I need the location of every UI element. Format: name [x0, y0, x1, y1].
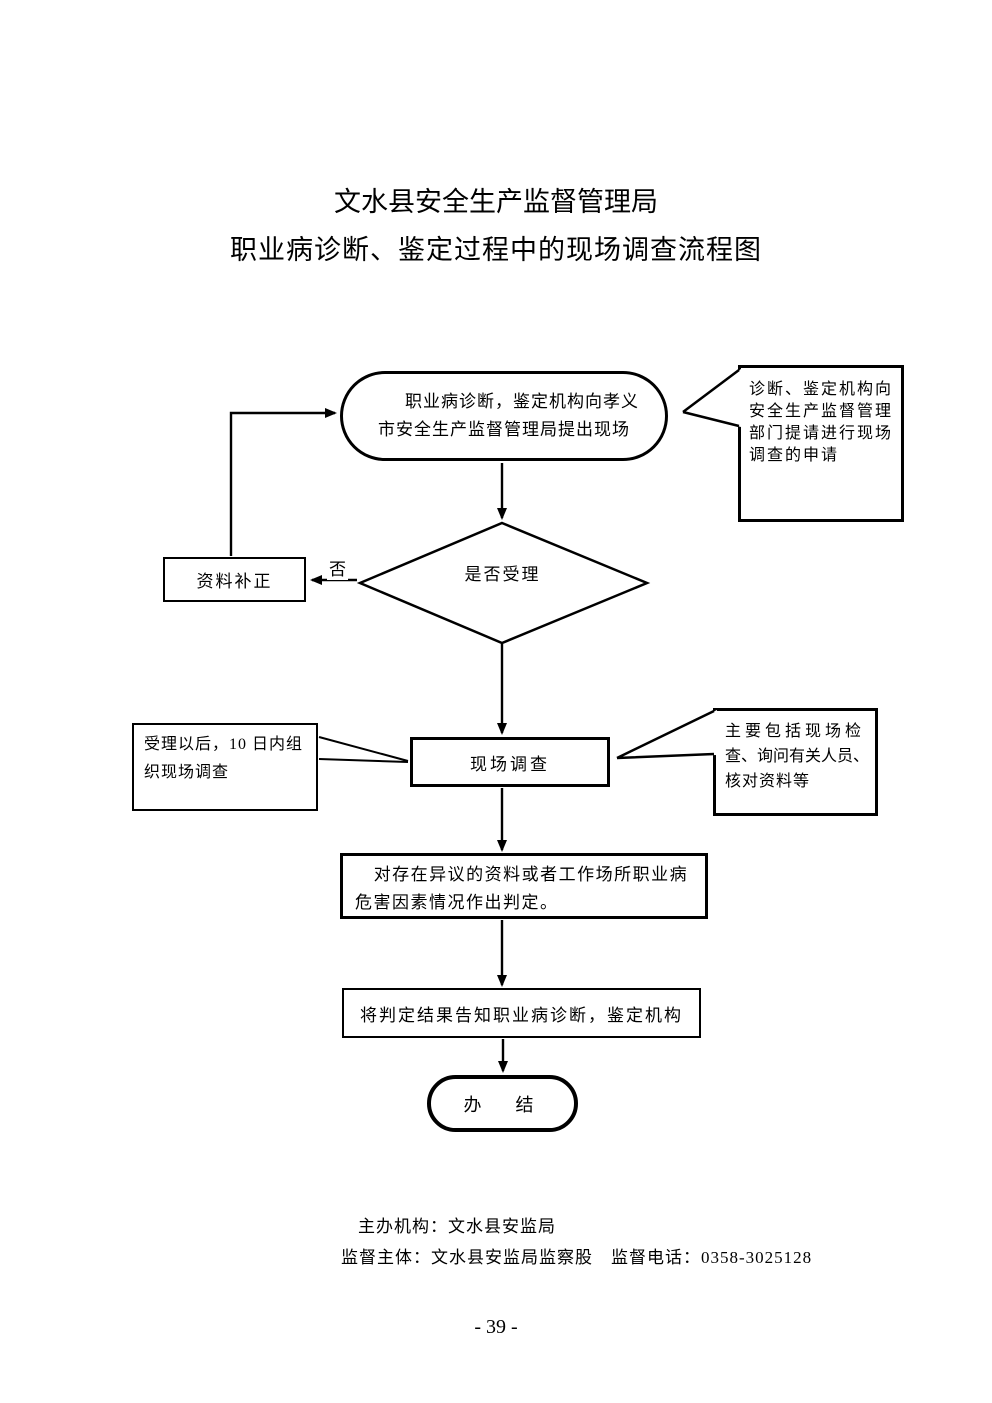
- page-title: 文水县安全生产监督管理局: [334, 187, 658, 217]
- callout-scope-line3: 核对资料等: [725, 773, 811, 790]
- box-judgement: 对存在异议的资料或者工作场所职业病 危害因素情况作出判定。: [340, 853, 708, 919]
- decision-no-label: 否: [327, 555, 348, 580]
- page-subtitle: 职业病诊断、鉴定过程中的现场调查流程图: [230, 235, 762, 265]
- callout-scope-line1: 主要包括现场检: [725, 723, 866, 740]
- callout-apply-note: 诊断、鉴定机构向 安全生产监督管理 部门提请进行现场 调查的申请: [738, 365, 904, 522]
- end-terminator: 办 结: [427, 1075, 578, 1132]
- callout-organize-investigation: 受理以后，10 日内组 织现场调查: [132, 723, 318, 811]
- callout-apply-tail: [682, 369, 740, 428]
- callout-apply-tail-mask: [683, 369, 741, 427]
- decision-label: 是否受理: [464, 565, 541, 584]
- callout-scope-tail: [616, 709, 715, 760]
- box-supplement-materials: 资料补正: [163, 557, 306, 602]
- callout-scope-tail-mask: [617, 710, 717, 758]
- callout-apply-line3: 部门提请进行现场: [749, 425, 894, 442]
- callout-apply-line4: 调查的申请: [749, 447, 840, 464]
- start-terminator-line2: 市安全生产监督管理局提出现场: [378, 420, 630, 439]
- callout-investigation-scope: 主要包括现场检 查、询问有关人员、 核对资料等: [713, 708, 878, 816]
- callout-organize-tail: [318, 736, 409, 763]
- box-onsite-investigation: 现场调查: [410, 737, 610, 787]
- footer-organizer: 主办机构：文水县安监局: [358, 1217, 556, 1236]
- box-judgement-line1: 对存在异议的资料或者工作场所职业病: [373, 865, 689, 884]
- callout-scope-line2: 查、询问有关人员、: [725, 748, 870, 765]
- callout-apply-line1: 诊断、鉴定机构向: [749, 381, 894, 398]
- connector-feedback-to-start: [229, 408, 337, 556]
- box-notify-result: 将判定结果告知职业病诊断，鉴定机构: [342, 988, 701, 1038]
- start-terminator-line1: 职业病诊断，鉴定机构向孝义: [405, 392, 639, 411]
- callout-organize-line1: 受理以后，10 日内组: [144, 736, 304, 753]
- callout-apply-line2: 安全生产监督管理: [749, 403, 894, 420]
- box-judgement-line2: 危害因素情况作出判定。: [355, 893, 559, 912]
- start-terminator: 职业病诊断，鉴定机构向孝义 市安全生产监督管理局提出现场: [340, 371, 668, 461]
- page-number: - 39 -: [474, 1316, 518, 1338]
- callout-organize-line2: 织现场调查: [144, 764, 230, 781]
- footer-supervisor: 监督主体：文水县安监局监察股 监督电话：0358-3025128: [341, 1248, 813, 1267]
